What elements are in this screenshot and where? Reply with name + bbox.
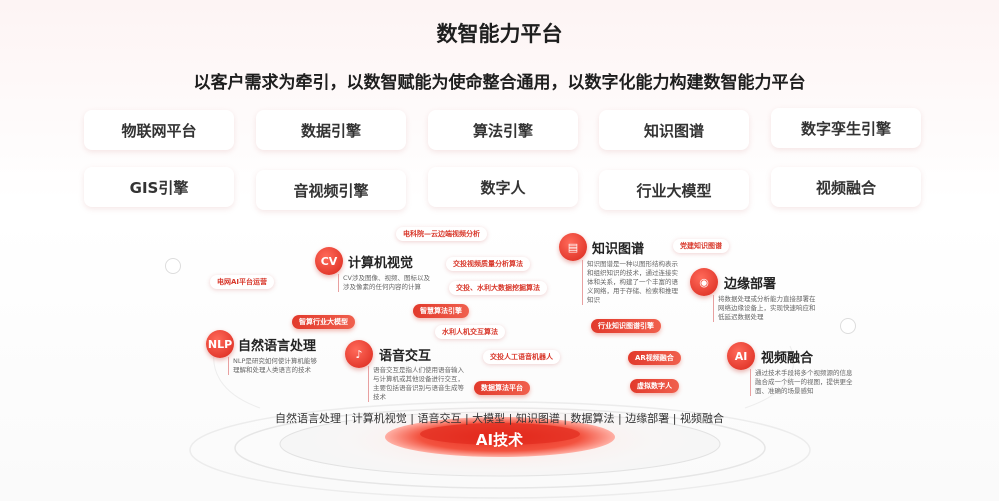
tag-data-algorithm-platform[interactable]: 数据算法平台	[474, 381, 530, 395]
card-video-fusion[interactable]: 视频融合	[771, 167, 921, 207]
kg-description: 知识图谱是一种以图形结构表示和组织知识的技术，通过连接实体和关系，构建了一个丰富…	[582, 260, 682, 305]
sparkle-icon	[165, 258, 181, 274]
nlp-title: 自然语言处理	[238, 339, 317, 354]
nlp-description: NLP是研究如何使计算机能够理解和处理人类语言的技术	[228, 357, 323, 375]
sparkle-icon	[840, 318, 856, 334]
edge-icon: ◉	[690, 268, 718, 296]
card-industry-llm[interactable]: 行业大模型	[599, 170, 749, 210]
ai-core-label: AI技术	[475, 431, 524, 449]
nlp-icon: NLP	[206, 330, 234, 358]
card-knowledge-graph[interactable]: 知识图谱	[599, 110, 749, 150]
tag-virtual-human[interactable]: 虚拟数字人	[630, 379, 679, 393]
card-algorithm-engine[interactable]: 算法引擎	[428, 110, 578, 150]
tag-industry-kg-engine[interactable]: 行业知识图谱引擎	[591, 319, 661, 333]
card-gis-engine[interactable]: GIS引擎	[84, 167, 234, 207]
tag-ar-video-fusion[interactable]: AR视频融合	[628, 351, 681, 365]
tag-bigdata-mining-algorithm[interactable]: 交投、水利大数据挖掘算法	[449, 281, 547, 295]
tag-smart-algorithm-engine[interactable]: 智慧算法引擎	[413, 304, 469, 318]
cv-icon: CV	[315, 247, 343, 275]
speech-icon: ♪	[345, 340, 373, 368]
speech-title: 语音交互	[379, 349, 432, 364]
kg-title: 知识图谱	[592, 242, 645, 257]
ai-platform-base	[189, 345, 811, 499]
speech-description: 语音交互是指人们使用语音输入与计算机或其他设备进行交互，主要包括语音识别与语音生…	[368, 366, 468, 402]
card-audio-video-engine[interactable]: 音视频引擎	[256, 170, 406, 210]
cv-description: CV涉及图像、视频、图标以及涉及像素的任何内容的计算	[338, 274, 433, 292]
kg-icon: ▤	[559, 233, 587, 261]
card-iot-platform[interactable]: 物联网平台	[84, 110, 234, 150]
cv-title: 计算机视觉	[348, 256, 414, 271]
card-digital-human[interactable]: 数字人	[428, 167, 578, 207]
edge-title: 边缘部署	[724, 277, 777, 292]
video-fusion-title: 视频融合	[761, 351, 814, 366]
tag-grid-ai-platform[interactable]: 电网AI平台运营	[210, 275, 275, 289]
card-data-engine[interactable]: 数据引擎	[256, 110, 406, 150]
tag-video-quality-algorithm[interactable]: 交投视频质量分析算法	[446, 257, 530, 271]
video-fusion-description: 通过技术手段将多个视频源的信息融合成一个统一的视图，提供更全面、准确的场景感知	[750, 369, 855, 396]
video-fusion-icon: AI	[727, 342, 755, 370]
tag-water-interaction-algorithm[interactable]: 水利人机交互算法	[435, 325, 505, 339]
tag-voice-robot[interactable]: 交投人工语音机器人	[483, 350, 560, 364]
tag-party-knowledge-graph[interactable]: 党建知识图谱	[673, 239, 729, 253]
tag-grid-cloud-edge-video[interactable]: 电科院—云边端视频分析	[396, 227, 487, 241]
card-digital-twin-engine[interactable]: 数字孪生引擎	[771, 108, 921, 148]
tag-industry-llm[interactable]: 智算行业大模型	[292, 315, 355, 329]
page-subtitle: 以客户需求为牵引，以数智赋能为使命整合通用，以数字化能力构建数智能力平台	[193, 73, 806, 93]
capabilities-list: 自然语言处理 | 计算机视觉 | 语音交互 | 大模型 | 知识图谱 | 数据算…	[275, 412, 724, 425]
page-title: 数智能力平台	[436, 22, 563, 46]
edge-description: 将数据处理或分析能力直接部署在网络边缘设备上，实现快速响应和低延迟数据处理	[713, 295, 818, 322]
